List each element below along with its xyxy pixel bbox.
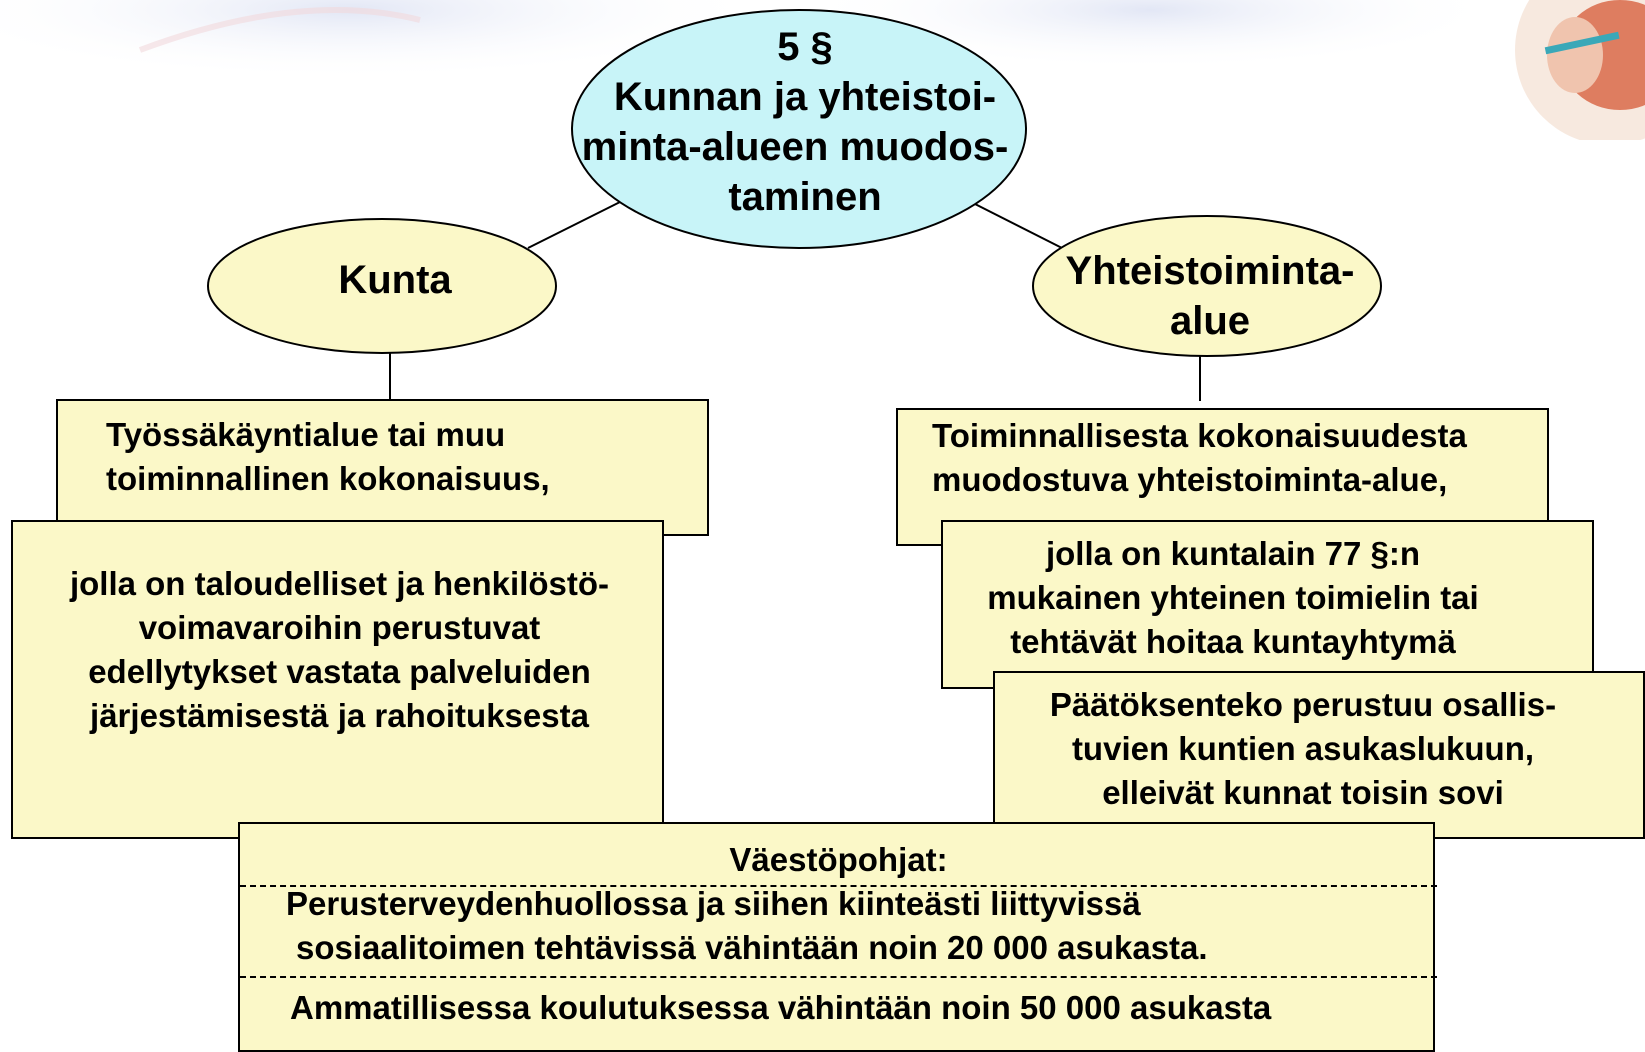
right-node-line: alue [1169, 299, 1251, 343]
decorative-photo [1515, 0, 1645, 140]
population-item-1: Perusterveydenhuollossa ja siihen kiinte… [286, 882, 1208, 970]
population-box: Väestöpohjat: Perusterveydenhuollossa ja… [238, 822, 1437, 1052]
center-ellipse [571, 9, 1027, 249]
text-line: Toiminnallisesta kokonaisuudesta [932, 417, 1467, 454]
text-line: sosiaalitoimen tehtävissä vähintään noin… [296, 929, 1208, 966]
population-item-2: Ammatillisessa koulutuksessa vähintään n… [290, 989, 1272, 1026]
text-line: järjestämisestä ja rahoituksesta [90, 697, 589, 734]
text-line: tehtävät hoitaa kuntayhtymä [1010, 623, 1456, 660]
text-line: muodostuva yhteistoiminta-alue, [932, 461, 1448, 498]
center-node-line: minta-alueen muodos- [581, 125, 1009, 169]
right-node-text: Yhteistoiminta- alue [1040, 246, 1380, 346]
text-line: Perusterveydenhuollossa ja siihen kiinte… [286, 885, 1141, 922]
left-ellipse [207, 218, 557, 354]
right-ellipse [1032, 215, 1382, 357]
text-line: jolla on kuntalain 77 §:n [1045, 535, 1421, 572]
text-line: jolla on taloudelliset ja henkilöstö- [69, 565, 610, 602]
population-heading: Väestöpohjat: [729, 841, 948, 878]
center-node-text: 5 § Kunnan ja yhteistoi- minta-alueen mu… [570, 22, 1040, 222]
left-box-top-text: Työssäkäyntialue tai muu toiminnallinen … [106, 413, 550, 501]
right-box-bottom-text: Päätöksenteko perustuu osallis- tuvien k… [1003, 683, 1603, 815]
text-line: toiminnallinen kokonaisuus, [106, 460, 550, 497]
text-line: edellytykset vastata palveluiden [88, 653, 591, 690]
left-box-top: Työssäkäyntialue tai muu toiminnallinen … [56, 399, 709, 536]
text-line: tuvien kuntien asukaslukuun, [1071, 730, 1535, 767]
text-line: voimavaroihin perustuvat [138, 609, 541, 646]
center-node-line: Kunnan ja yhteistoi- [613, 75, 997, 119]
dashed-divider [240, 885, 1437, 887]
text-line: mukainen yhteinen toimielin tai [987, 579, 1479, 616]
text-line: Työssäkäyntialue tai muu [106, 416, 506, 453]
dashed-divider [240, 976, 1437, 978]
right-box-bottom: Päätöksenteko perustuu osallis- tuvien k… [993, 671, 1645, 839]
left-node-label: Kunta [338, 258, 452, 302]
center-node-line: 5 § [777, 25, 833, 69]
center-node-line: taminen [728, 175, 882, 219]
left-box-bottom: jolla on taloudelliset ja henkilöstö- vo… [11, 520, 664, 839]
right-box-mid: jolla on kuntalain 77 §:n mukainen yhtei… [941, 520, 1594, 689]
left-box-bottom-text: jolla on taloudelliset ja henkilöstö- vo… [13, 562, 666, 738]
text-line: Päätöksenteko perustuu osallis- [1049, 686, 1557, 723]
right-box-top-text: Toiminnallisesta kokonaisuudesta muodost… [932, 414, 1467, 502]
right-box-mid-text: jolla on kuntalain 77 §:n mukainen yhtei… [953, 532, 1513, 664]
right-node-line: Yhteistoiminta- [1065, 249, 1355, 293]
text-line: elleivät kunnat toisin sovi [1102, 774, 1504, 811]
